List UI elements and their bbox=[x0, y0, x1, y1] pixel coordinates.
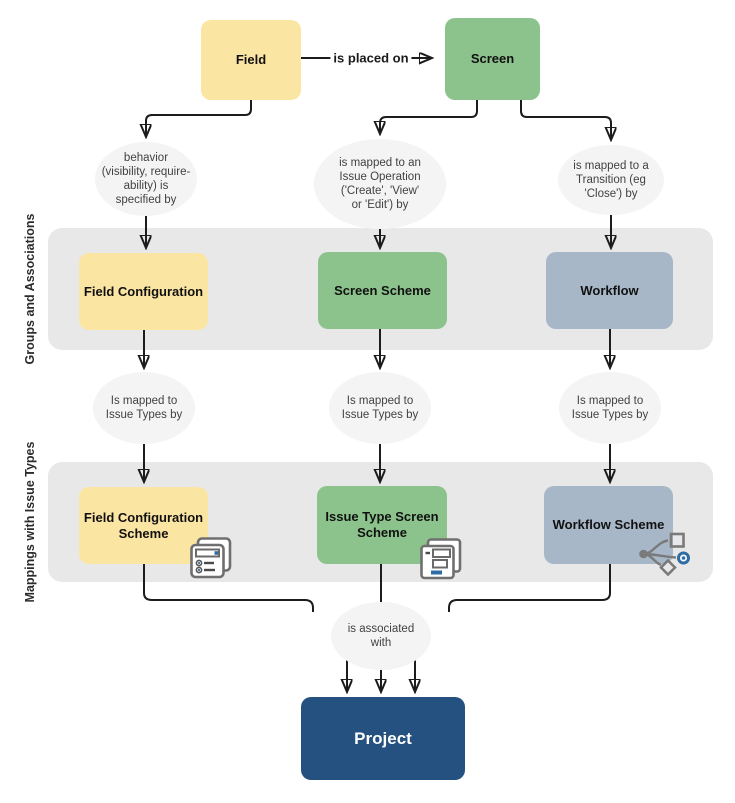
ellipse-issue-types-by-1: Is mapped to Issue Types by bbox=[93, 372, 195, 444]
ellipse-issue-types-by-2: Is mapped to Issue Types by bbox=[329, 372, 431, 444]
workflow-branch-icon bbox=[639, 532, 690, 576]
ellipse-is-associated-with: is associated with bbox=[331, 602, 431, 670]
stacked-screens-icon bbox=[420, 538, 462, 580]
form-with-options-icon bbox=[190, 537, 232, 579]
ellipse-issue-types-by-3: Is mapped to Issue Types by bbox=[559, 372, 661, 444]
node-field-configuration-scheme: Field Configuration Scheme bbox=[79, 487, 208, 564]
band-label-groups-and-associations: Groups and Associations bbox=[23, 213, 37, 365]
ellipse-issue-operation-by: is mapped to an Issue Operation ('Create… bbox=[314, 139, 446, 229]
node-screen: Screen bbox=[445, 18, 540, 100]
node-field: Field bbox=[201, 20, 301, 100]
node-project: Project bbox=[301, 697, 465, 780]
ellipse-behavior-specified-by: behavior (visibility, require- ability) … bbox=[95, 142, 197, 216]
node-field-configuration: Field Configuration bbox=[79, 253, 208, 330]
node-issue-type-screen-scheme: Issue Type Screen Scheme bbox=[317, 486, 447, 564]
band-label-mappings-with-issue-types: Mappings with Issue Types bbox=[23, 441, 37, 603]
node-workflow: Workflow bbox=[546, 252, 673, 329]
ellipse-transition-by: is mapped to a Transition (eg 'Close') b… bbox=[558, 145, 664, 215]
node-screen-scheme: Screen Scheme bbox=[318, 252, 447, 329]
edge-label-is-placed-on: is placed on bbox=[330, 50, 412, 66]
